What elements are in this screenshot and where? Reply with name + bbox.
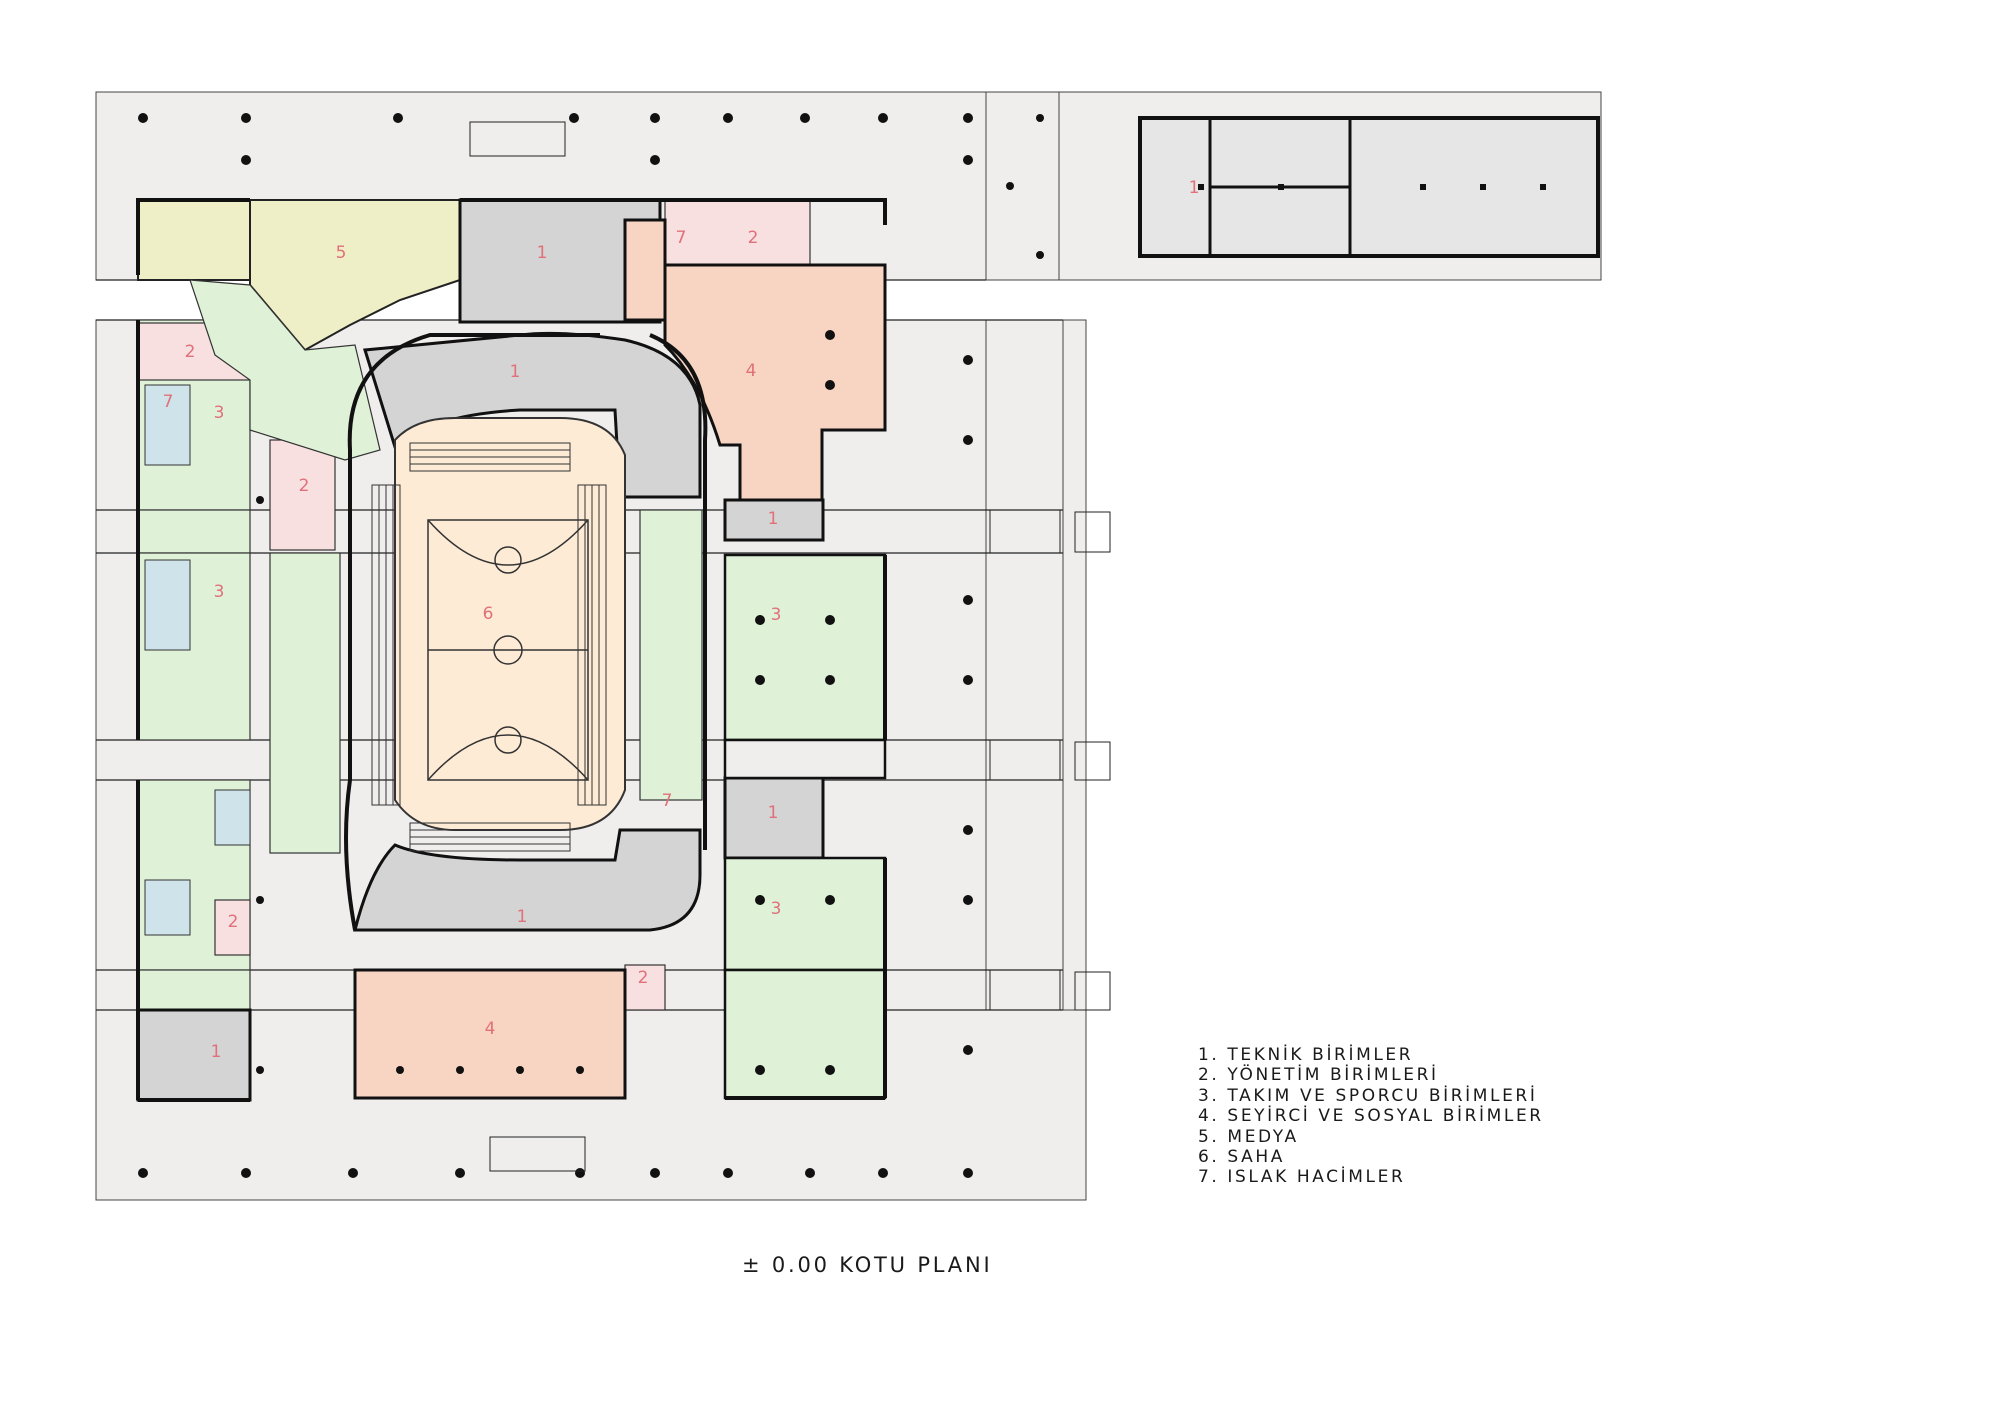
room-label-1: 1 <box>517 907 528 927</box>
bleachers <box>371 442 607 852</box>
room-label-1: 1 <box>211 1042 222 1062</box>
legend-item-spectator-social: 4. SEYİRCİ VE SOSYAL BİRİMLER <box>1198 1106 1544 1127</box>
room-label-4: 4 <box>485 1019 496 1039</box>
room-label-6: 6 <box>483 604 494 624</box>
room-label-1: 1 <box>1189 178 1200 198</box>
spectator-zone <box>353 218 887 1100</box>
foyer-northwest <box>189 279 381 461</box>
room-label-7: 7 <box>662 791 673 811</box>
room-label-3: 3 <box>771 899 782 919</box>
legend-item-wet-areas: 7. ISLAK HACİMLER <box>1198 1167 1406 1188</box>
team-zone-east <box>639 509 887 1100</box>
plan-title: ± 0.00 KOTU PLANI <box>742 1253 993 1277</box>
stairs <box>469 121 1111 1172</box>
room-label-7: 7 <box>163 392 174 412</box>
room-label-1: 1 <box>768 509 779 529</box>
legend-item-media: 5. MEDYA <box>1198 1126 1299 1147</box>
room-label-1: 1 <box>537 243 548 263</box>
room-label-4: 4 <box>746 361 757 381</box>
room-label-2: 2 <box>185 342 196 362</box>
legend: 1. TEKNİK BİRİMLER 2. YÖNETİM BİRİMLERİ … <box>1198 1045 1544 1188</box>
room-label-3: 3 <box>771 605 782 625</box>
legend-item-team-athlete: 3. TAKIM VE SPORCU BİRİMLERİ <box>1198 1085 1538 1106</box>
room-label-1: 1 <box>510 362 521 382</box>
court-area <box>394 417 626 831</box>
legend-item-management: 2. YÖNETİM BİRİMLERİ <box>1198 1065 1439 1086</box>
legend-item-technical: 1. TEKNİK BİRİMLER <box>1198 1045 1414 1065</box>
room-label-1: 1 <box>768 803 779 823</box>
legend-item-court: 6. SAHA <box>1198 1147 1285 1168</box>
room-label-2: 2 <box>228 912 239 932</box>
room-label-2: 2 <box>638 968 649 988</box>
room-label-7: 7 <box>676 228 687 248</box>
room-label-2: 2 <box>748 228 759 248</box>
media-zone <box>137 199 461 352</box>
room-label-3: 3 <box>214 582 225 602</box>
management-zone <box>137 199 811 1011</box>
structure-walls <box>136 198 887 1102</box>
room-label-3: 3 <box>214 403 225 423</box>
arena-walls <box>344 333 708 931</box>
columns <box>138 113 1546 1178</box>
annex-block <box>1138 116 1600 258</box>
room-label-2: 2 <box>299 476 310 496</box>
room-label-5: 5 <box>336 243 347 263</box>
